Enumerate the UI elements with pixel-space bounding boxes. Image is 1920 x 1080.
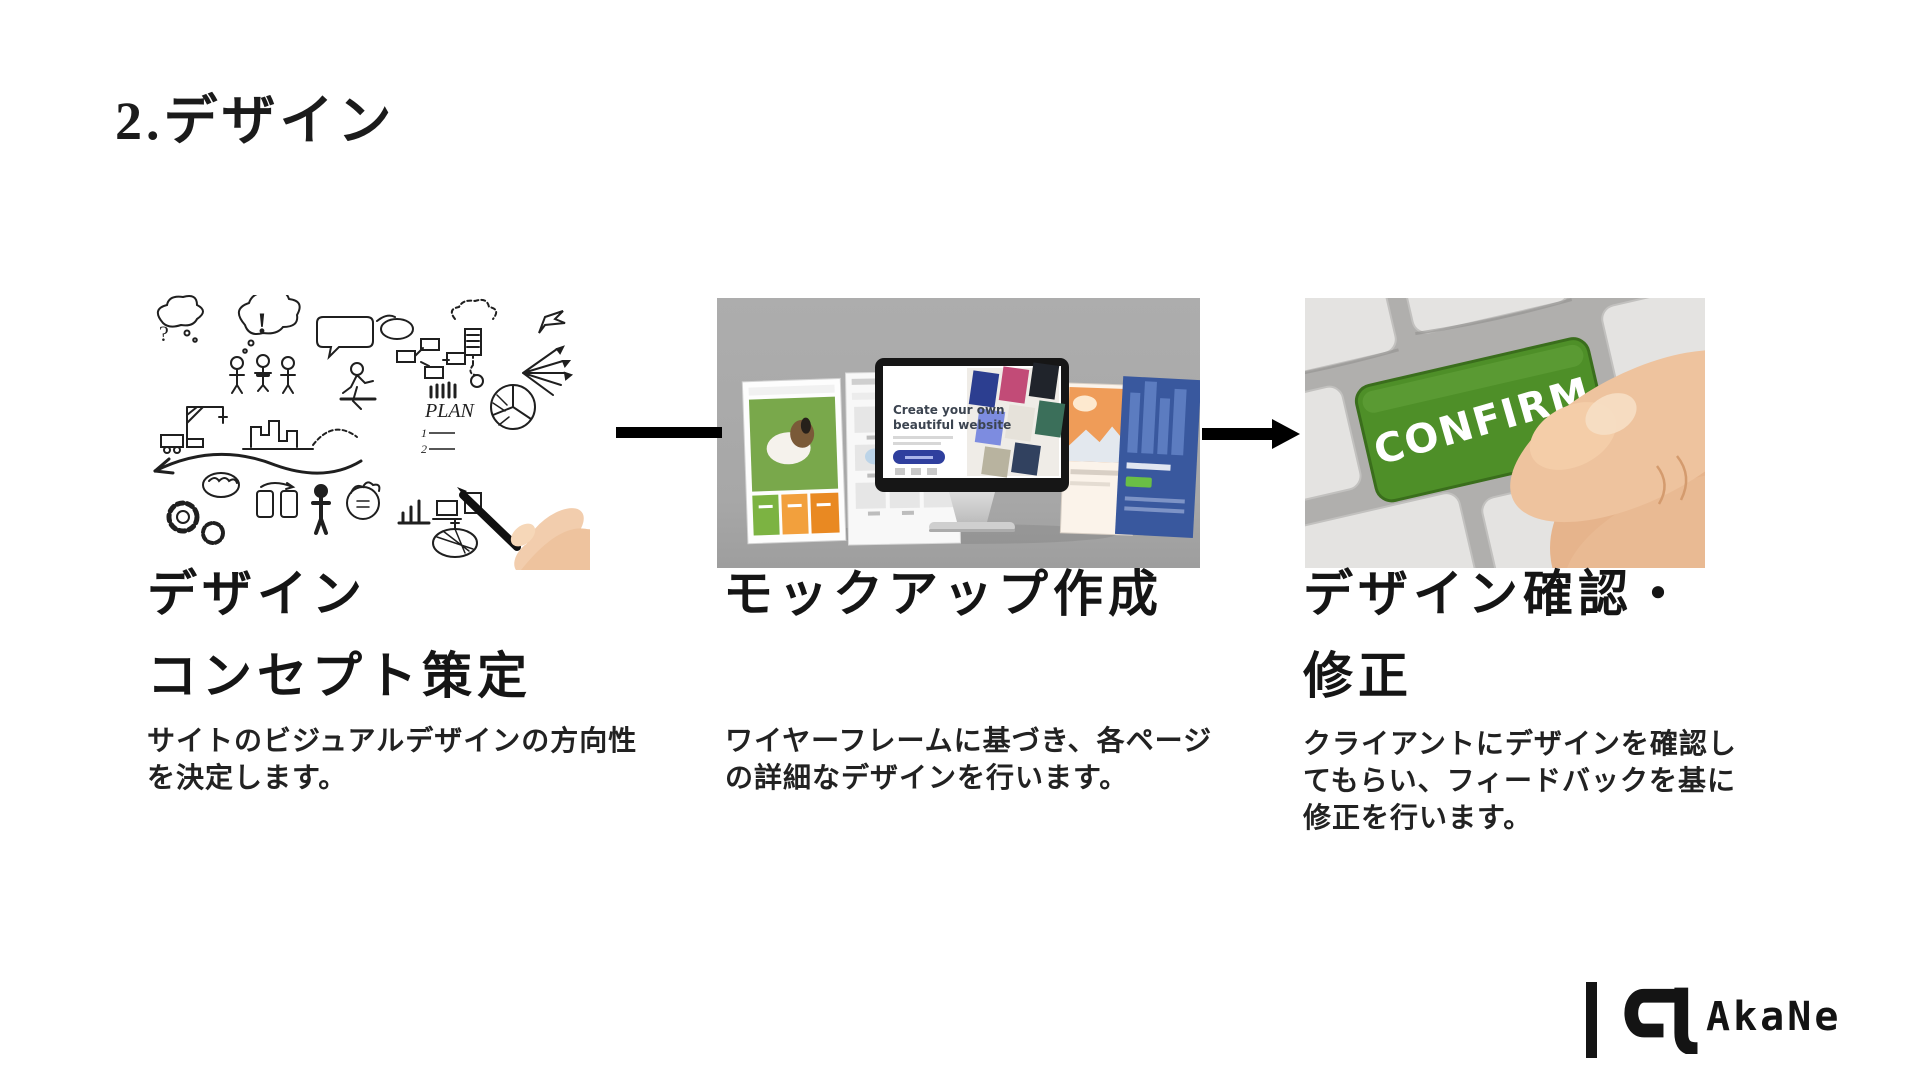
step2-body-line2: の詳細なデザインを行います。 bbox=[725, 763, 1129, 794]
svg-text:1: 1 bbox=[421, 426, 427, 440]
step1-body-line2: を決定します。 bbox=[147, 763, 348, 794]
svg-text:?: ? bbox=[159, 321, 169, 346]
speech-bubble-icon bbox=[316, 316, 374, 361]
step3-heading-line2: 修正 bbox=[1303, 648, 1413, 704]
step2-body: ワイヤーフレームに基づき、各ページ の詳細なデザインを行います。 bbox=[725, 723, 1212, 797]
sketch-illustration: PLAN 1 2 ? ! bbox=[125, 295, 590, 570]
plan-label: PLAN bbox=[424, 400, 476, 422]
step1-body: サイトのビジュアルデザインの方向性 を決定します。 bbox=[147, 723, 637, 797]
connector-line-1 bbox=[616, 427, 722, 438]
monitor-screen-content: Create your own beautiful website bbox=[893, 362, 1066, 478]
website-panel-city bbox=[1114, 376, 1200, 538]
step2-heading-line1: モックアップ作成 bbox=[723, 566, 1163, 622]
logo-bar bbox=[1586, 982, 1597, 1058]
svg-text:2: 2 bbox=[421, 442, 427, 456]
logo-text: AkaNe bbox=[1706, 994, 1842, 1040]
plane-icon bbox=[538, 310, 566, 334]
step3-image: CONFIRM bbox=[1305, 298, 1705, 568]
step1-heading-line1: デザイン bbox=[147, 566, 367, 622]
connector-arrow-2 bbox=[1202, 419, 1300, 449]
step2-body-line1: ワイヤーフレームに基づき、各ページ bbox=[725, 726, 1213, 757]
gear-icon bbox=[201, 521, 225, 545]
gear-icon bbox=[166, 500, 200, 534]
step1-body-line1: サイトのビジュアルデザインの方向性 bbox=[147, 726, 638, 757]
step3-body-line2: てもらい、フィードバックを基に bbox=[1303, 766, 1737, 797]
step3-body: クライアントにデザインを確認し てもらい、フィードバックを基に 修正を行います。 bbox=[1303, 726, 1737, 837]
hand-with-pen bbox=[457, 487, 590, 570]
step3-body-line1: クライアントにデザインを確認し bbox=[1303, 729, 1737, 760]
keyboard-illustration: CONFIRM bbox=[1305, 298, 1705, 568]
crane-icon bbox=[186, 406, 228, 448]
bar-chart-icon bbox=[397, 499, 431, 525]
finger bbox=[1510, 349, 1705, 568]
step3-heading: デザイン確認・ 修正 bbox=[1303, 553, 1688, 717]
logo: AkaNe bbox=[1586, 980, 1886, 1060]
website-panel-dog bbox=[741, 377, 847, 545]
step1-heading-line2: コンセプト策定 bbox=[147, 648, 532, 704]
step2-heading: モックアップ作成 bbox=[723, 553, 1163, 635]
step1-image: PLAN 1 2 ? ! bbox=[125, 295, 590, 570]
step3-heading-line1: デザイン確認・ bbox=[1303, 566, 1688, 622]
akane-monogram-icon bbox=[1624, 987, 1698, 1054]
step3-body-line3: 修正を行います。 bbox=[1303, 803, 1533, 834]
idea-cloud-icon bbox=[238, 295, 301, 335]
mockup-illustration: Create your own beautiful website bbox=[717, 298, 1200, 568]
monitor: Create your own beautiful website bbox=[875, 358, 1069, 532]
svg-text:!: ! bbox=[257, 307, 267, 340]
screen-headline-line1: Create your own bbox=[893, 403, 1005, 417]
screen-headline-line2: beautiful website bbox=[893, 418, 1011, 432]
step2-image: Create your own beautiful website bbox=[717, 298, 1200, 568]
arrowhead-icon bbox=[1272, 419, 1300, 449]
page-title: 2.デザイン bbox=[115, 91, 396, 151]
thought-bubble-icon bbox=[156, 295, 204, 328]
step1-heading: デザイン コンセプト策定 bbox=[147, 553, 532, 717]
